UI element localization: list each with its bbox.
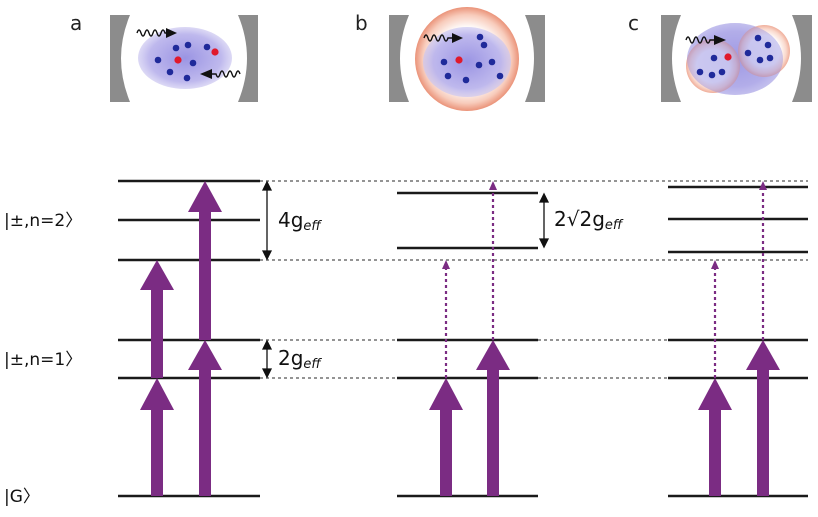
state-label-ground: |G〉 bbox=[4, 487, 40, 507]
cavity-mirror-icon bbox=[389, 15, 409, 102]
levels-c bbox=[668, 185, 808, 498]
photon-wave-icon bbox=[212, 70, 241, 78]
photon-wave-icon bbox=[423, 34, 452, 42]
panel-label-a: a bbox=[70, 11, 82, 35]
photon-wave-icon bbox=[136, 29, 166, 37]
atom-cloud-icon bbox=[423, 27, 511, 97]
photon-wave-icon bbox=[685, 36, 714, 44]
cavity-mirror-icon bbox=[661, 15, 681, 102]
levels-b bbox=[397, 191, 538, 498]
cavity-icon-a bbox=[110, 15, 258, 102]
state-label-n2: |±,n=2〉 bbox=[4, 211, 82, 231]
gap-measure-b bbox=[538, 192, 550, 249]
arrows-b bbox=[429, 181, 510, 496]
panel-label-c: c bbox=[628, 11, 639, 35]
cavity-icon-c bbox=[661, 15, 812, 102]
state-label-n1: |±,n=1〉 bbox=[4, 350, 82, 370]
guide-lines bbox=[260, 180, 808, 379]
halo-icon bbox=[738, 25, 790, 77]
gap-label-a-lower: 2geff bbox=[278, 346, 322, 372]
levels-a bbox=[118, 179, 260, 498]
cavity-mirror-icon bbox=[110, 15, 130, 102]
cavity-icon-b bbox=[389, 7, 545, 111]
gap-label-b: 2√2geff bbox=[554, 207, 624, 233]
gap-measure-a-lower bbox=[261, 339, 273, 379]
cavity-mirror-icon bbox=[525, 15, 545, 102]
arrows-a bbox=[140, 181, 222, 496]
panel-label-b: b bbox=[355, 11, 368, 35]
arrows-c bbox=[698, 181, 780, 496]
halo-icon bbox=[686, 39, 740, 93]
gap-label-a-upper: 4geff bbox=[278, 208, 322, 234]
gap-measure-a-upper bbox=[261, 180, 273, 261]
cavity-mirror-icon bbox=[238, 15, 258, 102]
cavity-mirror-icon bbox=[792, 15, 812, 102]
